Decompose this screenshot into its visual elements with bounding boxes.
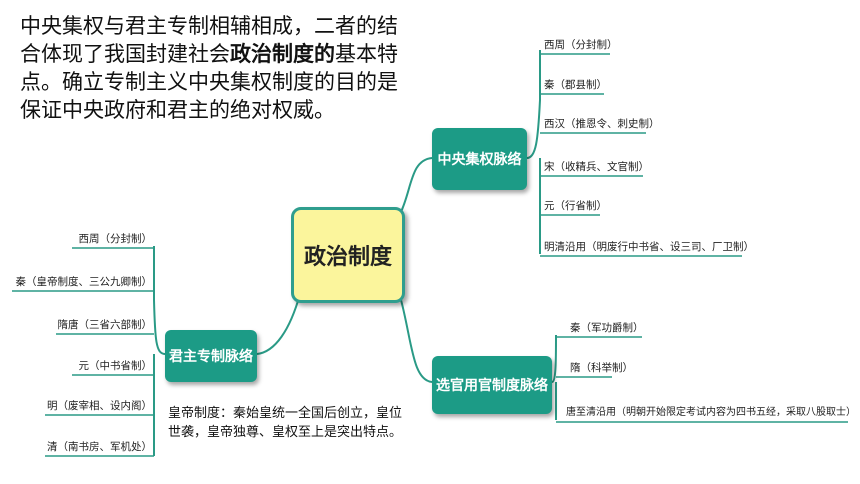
selection-item-1-label: 秦（军功爵制） [570, 322, 644, 334]
central-item-3[interactable]: 西汉（推恩令、刺史制） [544, 117, 660, 131]
central-item-3-label: 西汉（推恩令、刺史制） [544, 118, 660, 130]
intro-text-2: 基本特点。确立专制主义中央集权制度的目的是保证中央政府和君主的绝对权威。 [20, 42, 398, 122]
link-center-central [399, 157, 433, 215]
central-item-2-label: 秦（郡县制） [544, 79, 607, 91]
link-center-monarch [256, 293, 301, 355]
monarch-item-4-label: 元（中书省制） [78, 360, 153, 372]
intro-paragraph: 中央集权与君主专制相辅相成，二者的结合体现了我国封建社会政治制度的基本特点。确立… [20, 12, 400, 124]
selection-item-1[interactable]: 秦（军功爵制） [570, 321, 644, 335]
center-node[interactable]: 政治制度 [291, 207, 405, 303]
central-item-5[interactable]: 元（行省制） [544, 199, 607, 213]
monarch-item-2-label: 秦（皇帝制度、三公九卿制） [15, 276, 153, 288]
monarch-item-3-label: 隋唐（三省六部制） [57, 319, 153, 331]
central-item-2[interactable]: 秦（郡县制） [544, 78, 607, 92]
monarch-item-5-label: 明（废宰相、设内阁） [47, 400, 152, 412]
monarch-item-6-label: 清（南书房、军机处） [47, 441, 152, 453]
monarch-item-4[interactable]: 元（中书省制） [20, 359, 153, 373]
branch-central-label: 中央集权脉络 [437, 152, 522, 168]
central-item-1-label: 西周（分封制） [544, 39, 618, 51]
intro-text-1: 中央集权与君主专制相辅相成，二者的结合体现了我国封建社会 [20, 14, 398, 66]
monarch-item-5[interactable]: 明（废宰相、设内阁） [20, 399, 152, 413]
branch-monarch-label: 君主专制脉络 [169, 349, 253, 365]
monarch-item-1-label: 西周（分封制） [78, 233, 153, 245]
central-item-4-label: 宋（收精兵、文官制） [544, 161, 649, 173]
central-item-1[interactable]: 西周（分封制） [544, 38, 618, 52]
central-item-6-label: 明清沿用（明废行中书省、设三司、厂卫制） [544, 241, 754, 253]
intro-bold-text: 政治制度的 [230, 41, 335, 66]
selection-item-3-label: 唐至清沿用（明朝开始限定考试内容为四书五经，采取八股取士） [566, 407, 856, 418]
monarch-item-2[interactable]: 秦（皇帝制度、三公九卿制） [6, 275, 153, 289]
central-item-4[interactable]: 宋（收精兵、文官制） [544, 160, 649, 174]
branch-selection[interactable]: 选官用官制度脉络 [432, 356, 552, 414]
link-monarch-bracket [153, 246, 166, 456]
branch-central[interactable]: 中央集权脉络 [432, 128, 527, 190]
link-central-bracket [526, 50, 541, 254]
monarch-item-1[interactable]: 西周（分封制） [20, 232, 153, 246]
monarch-item-3[interactable]: 隋唐（三省六部制） [20, 318, 153, 332]
central-item-6[interactable]: 明清沿用（明废行中书省、设三司、厂卫制） [544, 240, 754, 254]
selection-item-3[interactable]: 唐至清沿用（明朝开始限定考试内容为四书五经，采取八股取士） [566, 406, 856, 420]
link-center-selection [399, 295, 433, 383]
selection-item-2-label: 隋（科举制） [570, 362, 633, 374]
central-item-5-label: 元（行省制） [544, 200, 607, 212]
selection-item-2[interactable]: 隋（科举制） [570, 361, 633, 375]
branch-monarch[interactable]: 君主专制脉络 [165, 330, 257, 382]
branch-selection-label: 选官用官制度脉络 [436, 378, 548, 394]
note-text: 皇帝制度：秦始皇统一全国后创立，皇位世袭，皇帝独尊、皇权至上是突出特点。 [168, 406, 403, 440]
link-selection-bracket [551, 334, 557, 420]
monarch-item-6[interactable]: 清（南书房、军机处） [20, 440, 152, 454]
center-label: 政治制度 [303, 245, 392, 270]
